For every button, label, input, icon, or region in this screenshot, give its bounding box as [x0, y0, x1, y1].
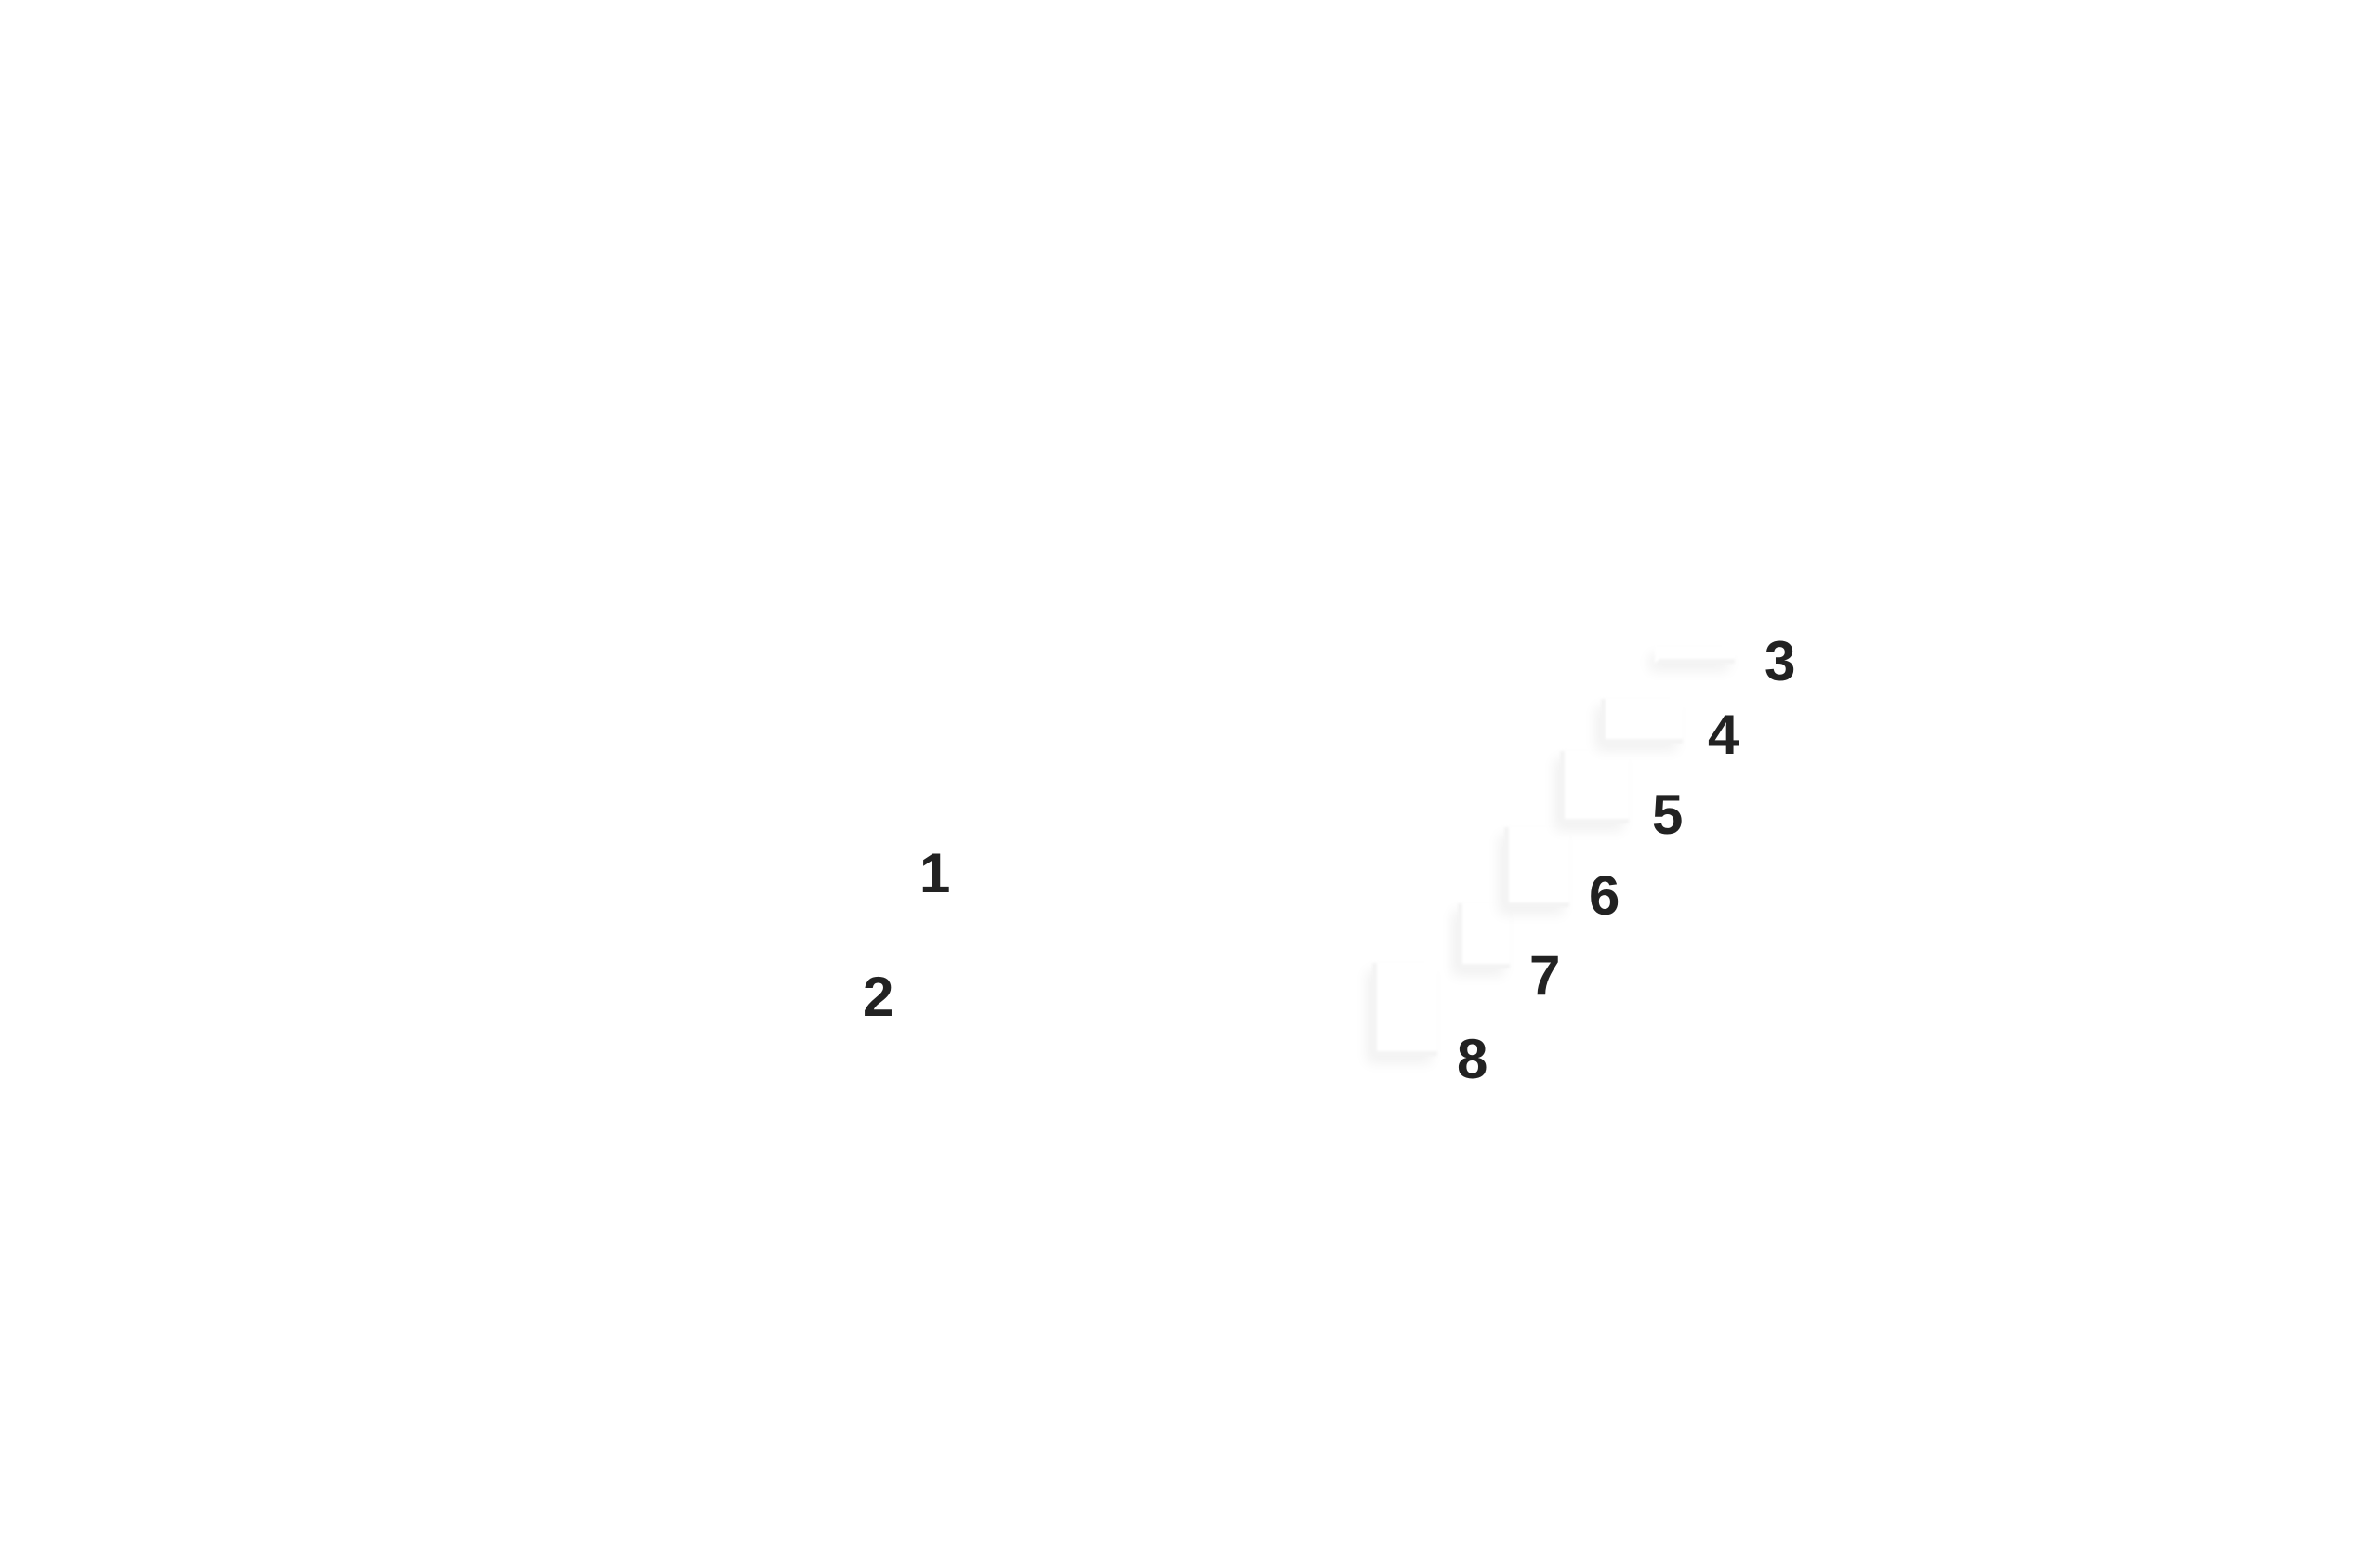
marker-1: 1: [919, 842, 951, 904]
bracket-5: [1560, 751, 1629, 823]
bracket-8: [1372, 963, 1437, 1056]
marker-8: 8: [1457, 1028, 1488, 1090]
bracket-4: [1601, 699, 1683, 744]
marker-5: 5: [1652, 784, 1684, 846]
marker-2: 2: [863, 966, 894, 1028]
bracket-6: [1504, 827, 1569, 907]
bracket-7: [1458, 903, 1510, 968]
marker-3: 3: [1765, 630, 1796, 692]
bracket-3: [1655, 647, 1735, 664]
marker-7: 7: [1529, 944, 1561, 1007]
marker-4: 4: [1708, 704, 1739, 766]
marker-6: 6: [1589, 864, 1620, 927]
